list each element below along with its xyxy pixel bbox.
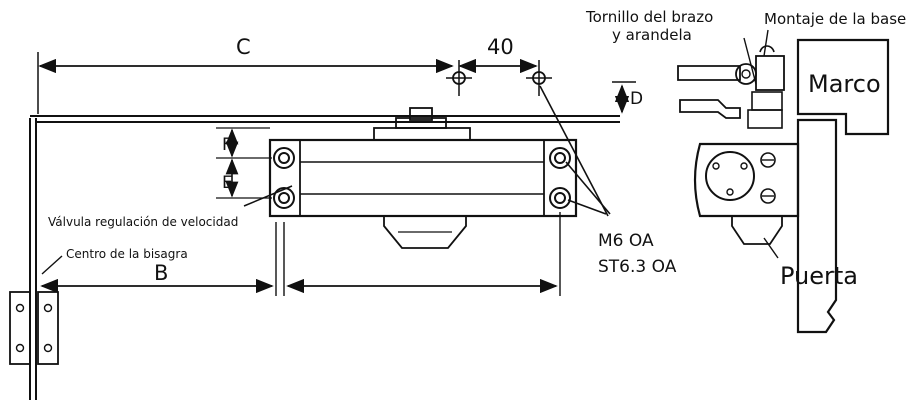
- closer-side-body: [693, 142, 800, 218]
- mounting-hole-br: [549, 187, 571, 209]
- dimension-f-label: F: [222, 135, 232, 155]
- frame-block: [796, 38, 890, 136]
- screw-spec-leader-2: [565, 161, 611, 215]
- dimension-c-label: C: [236, 35, 251, 59]
- door-leader: [763, 237, 779, 259]
- closer-body: [268, 138, 578, 218]
- mounting-hole-tl: [273, 147, 295, 169]
- valve-label: Válvula regulación de velocidad: [48, 215, 238, 229]
- arm-screw-leader: [743, 37, 757, 85]
- hinge-center-label: Centro de la bisagra: [66, 247, 188, 261]
- speed-valve-nozzle: [383, 215, 467, 249]
- base-mount-label: Montaje de la base: [764, 10, 906, 28]
- screw-spec-label-1: M6 OA: [598, 231, 654, 251]
- screw-hole-mark-2: [526, 60, 552, 96]
- arm-bracket: [373, 127, 471, 141]
- base-mount-leader: [763, 29, 769, 57]
- spindle: [409, 107, 433, 121]
- side-view: [677, 29, 890, 334]
- dimension-e-label: E: [222, 173, 233, 193]
- upper-arm: [677, 65, 741, 81]
- base-mount: [755, 55, 785, 91]
- arm-screw-head: [735, 63, 757, 85]
- door-block: [796, 118, 838, 334]
- frame-label: Marco: [808, 70, 881, 98]
- mounting-hole-tr: [549, 147, 571, 169]
- closer-side-disc: [705, 151, 755, 201]
- dimension-40-label: 40: [487, 35, 514, 59]
- dimension-b-label: B: [154, 261, 168, 285]
- front-view: [9, 52, 636, 400]
- screw-spec-leader-3: [567, 199, 607, 215]
- screw-hole-mark-1: [446, 60, 472, 96]
- mounting-hole-bl: [273, 187, 295, 209]
- side-screw-2: [760, 188, 776, 204]
- side-valve-nozzle: [731, 215, 783, 245]
- screw-spec-label-2: ST6.3 OA: [598, 257, 677, 277]
- arm-screw-label-line1: Tornillo del brazo: [585, 8, 713, 26]
- valve-leader: [243, 185, 293, 207]
- arm-screw-label-line2: y arandela: [612, 26, 692, 44]
- door-label: Puerta: [780, 262, 858, 290]
- lower-arm: [679, 99, 741, 119]
- screw-spec-leader-1: [539, 85, 609, 217]
- side-screw-1: [760, 152, 776, 168]
- dimension-d-label: D: [630, 89, 643, 109]
- hinge-center-leader: [41, 255, 63, 275]
- hinge-plate: [9, 291, 59, 365]
